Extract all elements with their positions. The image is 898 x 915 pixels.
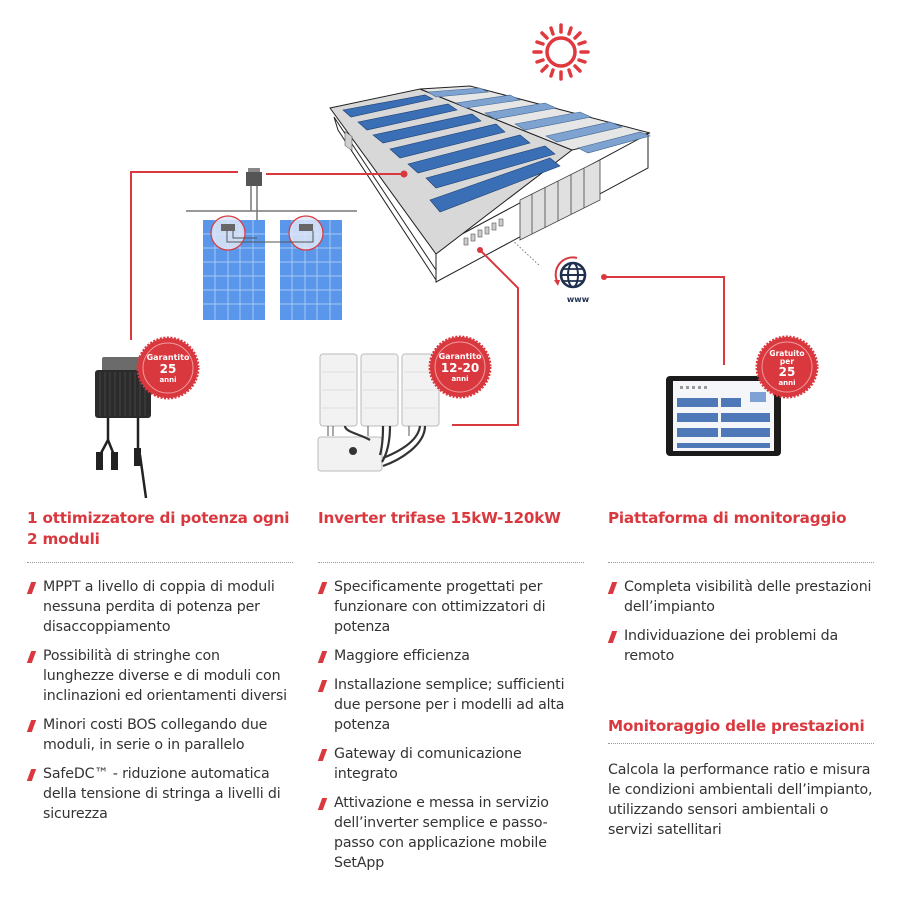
bullet-icon — [607, 582, 618, 594]
list-item-text: Specificamente progettati per funzionare… — [334, 579, 546, 635]
badge-line3: anni — [159, 376, 176, 384]
inverter-illustration — [317, 353, 440, 472]
bullet-icon — [26, 720, 37, 732]
inverter-feature-list: Specificamente progettati per funzionare… — [317, 577, 586, 873]
list-item-text: MPPT a livello di coppia di moduli nessu… — [43, 579, 275, 635]
list-item-text: Gateway di comunicazione integrato — [334, 746, 522, 782]
bullet-icon — [26, 769, 37, 781]
list-item: SafeDC™ - riduzione automatica della ten… — [26, 764, 295, 824]
list-item-text: Attivazione e messa in servizio dell’inv… — [334, 795, 549, 871]
warranty-badge-optimizer: Garantito 25 anni — [136, 336, 200, 400]
optimizer-column: 1 ottimizzatore di potenza ogni 2 moduli… — [26, 508, 295, 833]
inverter-heading: Inverter trifase 15kW-120kW — [318, 509, 561, 527]
list-item: Attivazione e messa in servizio dell’inv… — [317, 793, 586, 873]
bullet-icon — [26, 651, 37, 663]
power-optimizer-illustration — [95, 357, 151, 499]
badge-line2: per — [780, 357, 794, 366]
badge-line2: 25 — [160, 362, 177, 376]
badge-line1: Gratuito — [769, 349, 804, 358]
monitoring-column: Piattaforma di monitoraggio Completa vis… — [607, 508, 876, 840]
building-illustration — [329, 85, 651, 283]
badge-line3: anni — [451, 375, 468, 383]
list-item-text: Possibilità di stringhe con lunghezze di… — [43, 648, 287, 704]
bullet-icon — [317, 680, 328, 692]
list-item: Completa visibilità delle prestazioni de… — [607, 577, 876, 617]
inverter-column: Inverter trifase 15kW-120kW Specificamen… — [317, 508, 586, 882]
list-item: Maggiore efficienza — [317, 646, 586, 666]
bullet-icon — [26, 582, 37, 594]
monitoring-feature-list: Completa visibilità delle prestazioni de… — [607, 577, 876, 666]
globe-label: www — [567, 295, 590, 304]
list-item: Possibilità di stringhe con lunghezze di… — [26, 646, 295, 706]
sun-icon — [532, 23, 590, 81]
performance-monitoring-text: Calcola la performance ratio e misura le… — [608, 762, 873, 838]
list-item: MPPT a livello di coppia di moduli nessu… — [26, 577, 295, 637]
divider — [27, 562, 293, 563]
solar-module-pair-illustration — [186, 168, 357, 320]
list-item: Individuazione dei problemi da remoto — [607, 626, 876, 666]
divider — [608, 562, 874, 563]
monitoring-tablet-illustration — [666, 376, 781, 456]
bullet-icon — [317, 798, 328, 810]
divider — [318, 562, 584, 563]
system-diagram: www — [95, 23, 819, 499]
bullet-icon — [317, 749, 328, 761]
warranty-badge-inverter: Garantito 12-20 anni — [428, 335, 492, 399]
optimizer-feature-list: MPPT a livello di coppia di moduli nessu… — [26, 577, 295, 824]
list-item: Minori costi BOS collegando due moduli, … — [26, 715, 295, 755]
optimizer-heading: 1 ottimizzatore di potenza ogni 2 moduli — [27, 509, 290, 548]
badge-line3: 25 — [779, 365, 796, 379]
list-item-text: SafeDC™ - riduzione automatica della ten… — [43, 766, 281, 822]
list-item-text: Completa visibilità delle prestazioni de… — [624, 579, 872, 615]
list-item-text: Maggiore efficienza — [334, 648, 470, 664]
monitoring-heading: Piattaforma di monitoraggio — [608, 509, 847, 527]
globe-icon — [554, 256, 587, 289]
free-monitoring-badge: Gratuito per 25 anni — [755, 335, 819, 399]
bullet-icon — [607, 631, 618, 643]
list-item-text: Installazione semplice; sufficienti due … — [334, 677, 565, 733]
divider — [608, 743, 874, 744]
list-item: Installazione semplice; sufficienti due … — [317, 675, 586, 735]
badge-line1: Garantito — [439, 352, 482, 361]
list-item-text: Minori costi BOS collegando due moduli, … — [43, 717, 268, 753]
bullet-icon — [317, 582, 328, 594]
performance-monitoring-heading: Monitoraggio delle prestazioni — [608, 717, 865, 735]
list-item: Specificamente progettati per funzionare… — [317, 577, 586, 637]
badge-line4: anni — [778, 379, 795, 387]
list-item-text: Individuazione dei problemi da remoto — [624, 628, 838, 664]
badge-line1: Garantito — [147, 353, 190, 362]
bullet-icon — [317, 651, 328, 663]
list-item: Gateway di comunicazione integrato — [317, 744, 586, 784]
badge-line2: 12-20 — [441, 361, 479, 375]
